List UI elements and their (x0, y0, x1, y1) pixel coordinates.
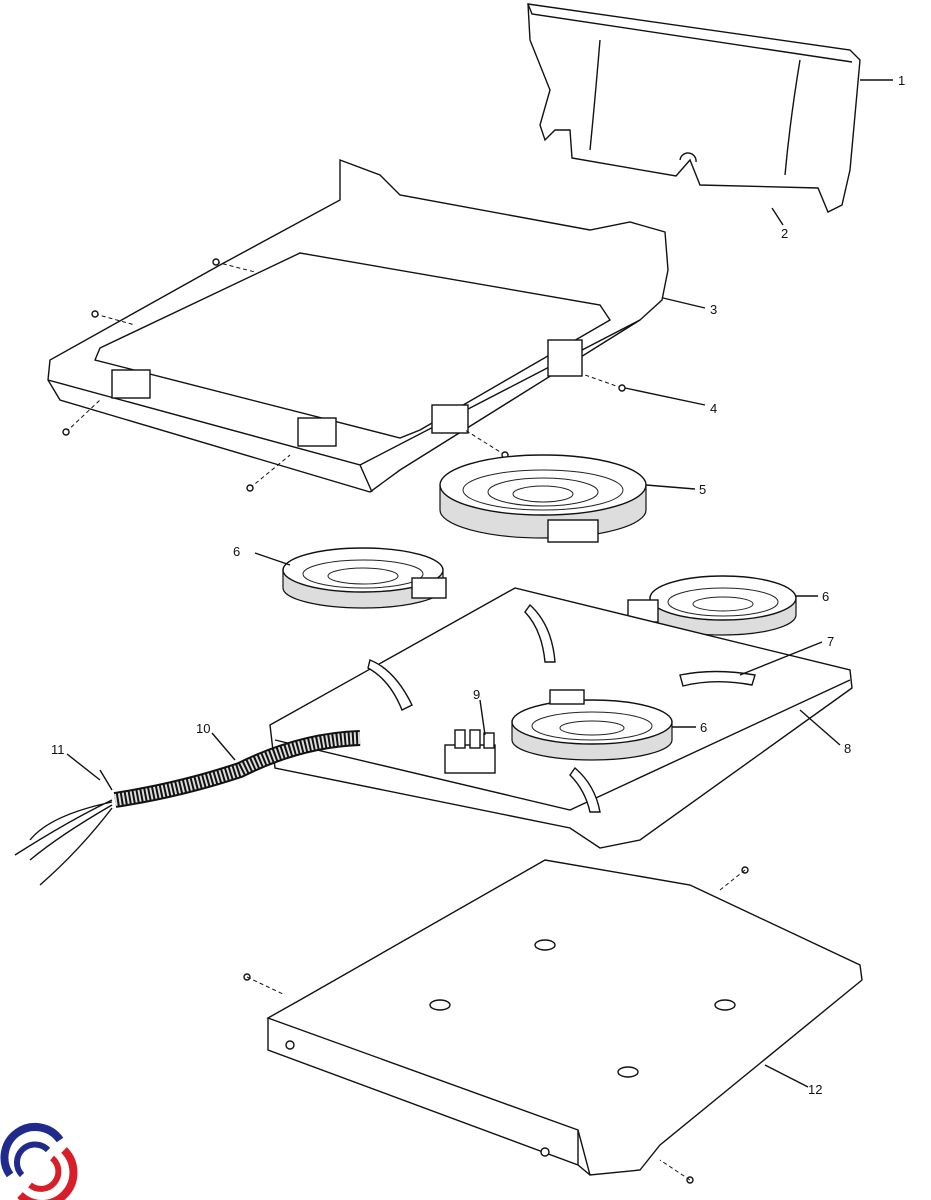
callout-9: 9 (473, 687, 480, 702)
cooktop-frame (47, 158, 669, 493)
surface-element-small-right (627, 575, 797, 636)
callout-10: 10 (196, 721, 210, 736)
callout-6b: 6 (822, 589, 829, 604)
callout-2: 2 (781, 226, 788, 241)
callout-4: 4 (710, 401, 717, 416)
callout-6c: 6 (700, 720, 707, 735)
callout-7: 7 (827, 634, 834, 649)
surface-element-large (439, 454, 647, 543)
terminal-block (444, 729, 496, 774)
surface-element-small-left (282, 547, 447, 609)
callout-5: 5 (699, 482, 706, 497)
bottom-cover (266, 859, 863, 1176)
callout-labels: 1 2 3 4 5 6 6 7 6 8 9 10 11 12 (51, 73, 905, 1097)
callout-8: 8 (844, 741, 851, 756)
callout-11: 11 (51, 742, 65, 757)
callout-6a: 6 (233, 544, 240, 559)
callout-1: 1 (898, 73, 905, 88)
callout-12: 12 (808, 1082, 822, 1097)
brand-logo (0, 1123, 78, 1200)
conduit-and-wires (14, 730, 361, 886)
backguard-panel (527, 3, 861, 213)
surface-element-small-center (511, 689, 673, 761)
leader-lines (66, 79, 893, 1088)
callout-3: 3 (710, 302, 717, 317)
